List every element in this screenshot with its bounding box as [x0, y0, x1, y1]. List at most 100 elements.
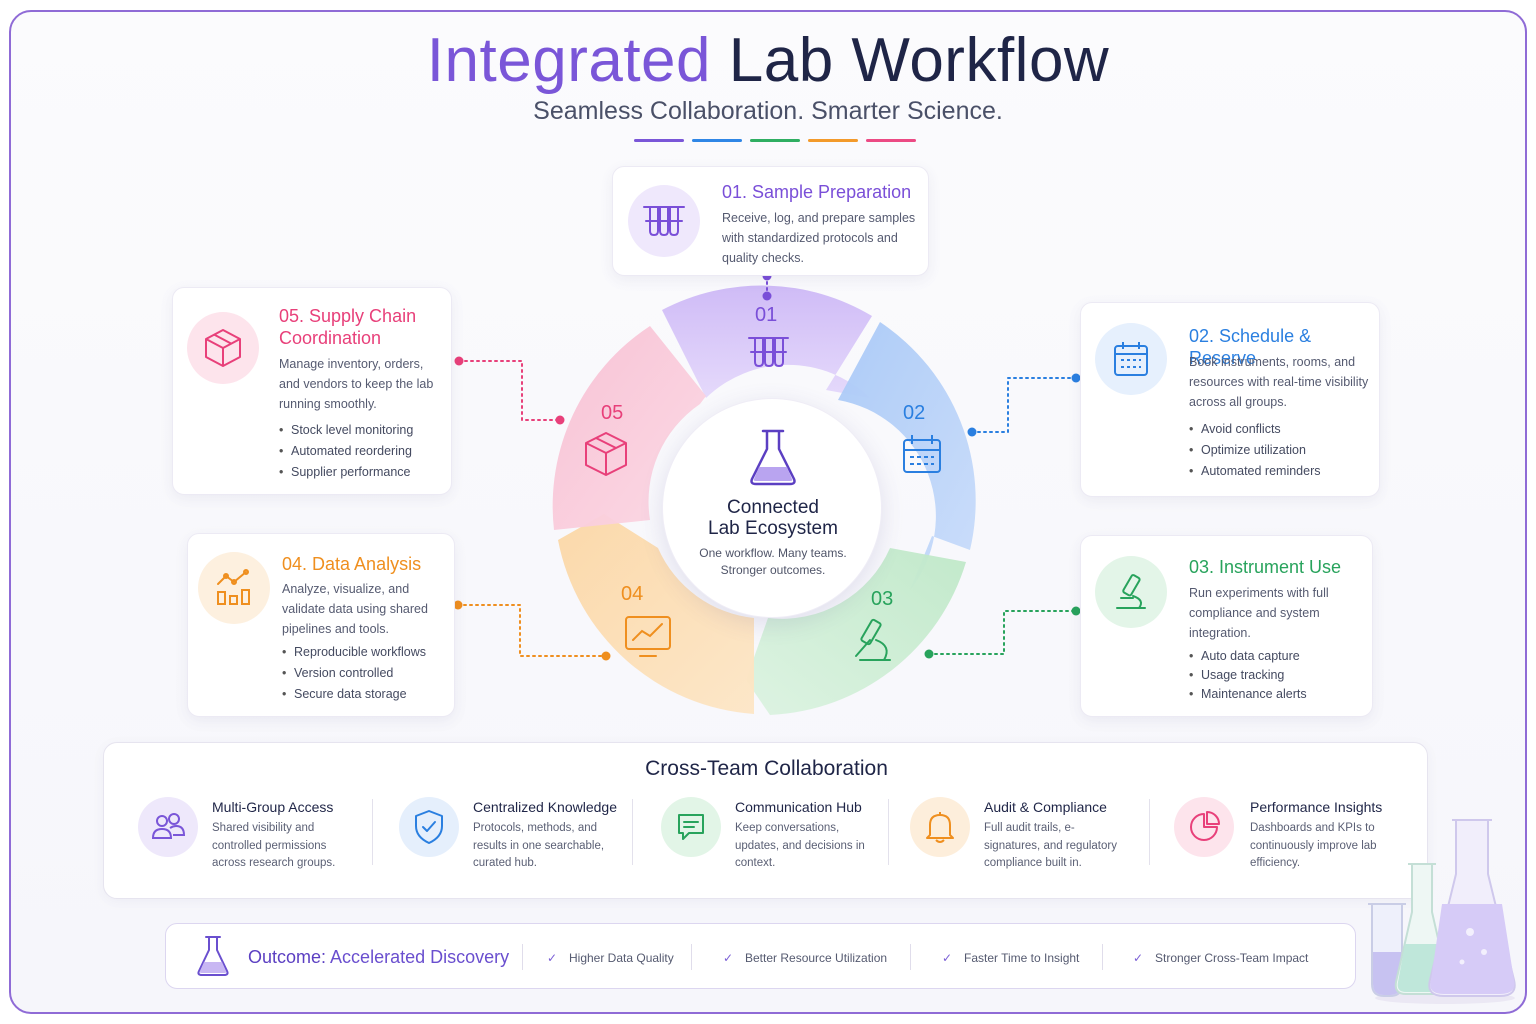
divider — [1149, 799, 1150, 865]
shield-check-icon — [415, 810, 443, 844]
bullet-item: Optimize utilization — [1189, 440, 1321, 461]
microscope-icon — [1116, 574, 1146, 609]
segment-number-04: 04 — [621, 583, 644, 605]
outcome-bar: Outcome: Accelerated Discovery ✓Higher D… — [165, 923, 1356, 989]
step-title: 04. Data Analysis — [282, 554, 422, 574]
outcome-item-label: Higher Data Quality — [569, 951, 674, 965]
divider — [632, 799, 633, 865]
outcome-label: Outcome: — [248, 947, 327, 967]
step-icon-circle — [198, 552, 270, 624]
collab-icon-circle — [661, 797, 721, 857]
bullet-item: Automated reminders — [1189, 461, 1321, 482]
bullet-item: Maintenance alerts — [1189, 685, 1307, 704]
segment-number-01: 01 — [755, 304, 778, 326]
step-title: 03. Instrument Use — [1189, 557, 1342, 577]
collaboration-title: Cross-Team Collaboration — [645, 757, 888, 780]
outcome-item: ✓ Stronger Cross-Team Impact — [1133, 951, 1308, 965]
check-icon: ✓ — [942, 951, 953, 965]
outcome-item-label: Faster Time to Insight — [964, 951, 1080, 965]
center-subtitle: One workflow. Many teams. Stronger outco… — [663, 545, 883, 579]
divider — [888, 799, 889, 865]
center-title-line1: Connected — [727, 497, 819, 518]
outcome-item: ✓Higher Data Quality — [547, 951, 674, 965]
divider — [910, 944, 911, 970]
bullet-item: Secure data storage — [282, 684, 426, 705]
title-bar — [634, 139, 684, 142]
step-icon-circle — [1095, 323, 1167, 395]
step-icon-circle — [187, 312, 259, 384]
users-icon — [151, 813, 186, 839]
bullet-item: Supplier performance — [279, 462, 413, 483]
center-hub: Connected Lab Ecosystem One workflow. Ma… — [662, 398, 882, 618]
step-bullets: Avoid conflicts Optimize utilization Aut… — [1189, 419, 1321, 482]
title-color-bars — [634, 139, 916, 142]
step-title: 01. Sample Preparation — [722, 182, 912, 202]
title-bar — [750, 139, 800, 142]
bell-icon — [926, 812, 954, 843]
step-bullets: Reproducible workflows Version controlle… — [282, 642, 426, 705]
check-icon: ✓ — [1133, 951, 1144, 965]
step-bullets: Stock level monitoring Automated reorder… — [279, 420, 413, 483]
step-description: Run experiments with full compliance and… — [1189, 586, 1329, 640]
title-bar — [692, 139, 742, 142]
calendar-icon — [1114, 342, 1148, 376]
bullet-item: Usage tracking — [1189, 666, 1307, 685]
bullet-item: Automated reordering — [279, 441, 413, 462]
divider — [522, 944, 523, 970]
title-bar — [808, 139, 858, 142]
segment-number-02: 02 — [903, 402, 926, 424]
collab-item-desc: Shared visibility and controlled permiss… — [212, 822, 336, 869]
outcome-item-label: Stronger Cross-Team Impact — [1155, 951, 1309, 965]
bullet-item: Reproducible workflows — [282, 642, 426, 663]
step-description: Analyze, visualize, and validate data us… — [282, 582, 428, 636]
divider — [1102, 944, 1103, 970]
bullet-item: Stock level monitoring — [279, 420, 413, 441]
step-card-05: 05. Supply Chain Coordination Manage inv… — [172, 287, 452, 495]
glassware-illustration — [1368, 819, 1516, 1004]
collab-item-desc: Dashboards and KPIs to continuously impr… — [1250, 822, 1377, 869]
collab-icon-circle — [399, 797, 459, 857]
chat-icon — [678, 814, 704, 840]
step-card-04: 04. Data Analysis Analyze, visualize, an… — [187, 533, 455, 717]
step-title-line1: 05. Supply Chain — [279, 306, 417, 326]
flask-icon — [750, 429, 796, 486]
bullet-item: Avoid conflicts — [1189, 419, 1321, 440]
step-card-01: 01. Sample Preparation Receive, log, and… — [612, 166, 929, 276]
step-title-line2: Coordination — [279, 328, 382, 348]
collab-item-title: Audit & Compliance — [984, 799, 1107, 815]
page-subtitle: Seamless Collaboration. Smarter Science. — [533, 97, 1003, 125]
center-title: Connected Lab Ecosystem — [663, 497, 883, 539]
outcome-item: ✓ Faster Time to Insight — [942, 951, 1079, 965]
page-title: Integrated Lab Workflow — [0, 26, 1536, 96]
collab-item-desc: Keep conversations, updates, and decisio… — [735, 822, 865, 869]
collab-item-title: Multi-Group Access — [212, 799, 334, 815]
step-icon-circle — [628, 185, 700, 257]
step-card-03: 03. Instrument Use Run experiments with … — [1080, 535, 1373, 717]
outcome-title: Outcome: Accelerated Discovery — [248, 947, 509, 968]
flask-icon — [197, 936, 229, 976]
step-bullets: Auto data capture Usage tracking Mainten… — [1189, 647, 1307, 704]
collab-item-title: Communication Hub — [735, 799, 862, 815]
segment-number-05: 05 — [601, 402, 624, 424]
collab-icon-circle — [1174, 797, 1234, 857]
title-bar — [866, 139, 916, 142]
step-card-02: 02. Schedule & Reserve Book instruments,… — [1080, 302, 1380, 497]
segment-number-03: 03 — [871, 588, 894, 610]
collab-icon-circle — [138, 797, 198, 857]
collaboration-panel: Cross-Team Collaboration Multi-Group Acc… — [103, 742, 1428, 899]
outcome-item-label: Better Resource Utilization — [745, 951, 888, 965]
collab-item-desc: Protocols, methods, and results in one s… — [473, 822, 605, 869]
collab-item-title: Performance Insights — [1250, 799, 1383, 815]
collab-item-desc: Full audit trails, e-signatures, and reg… — [984, 822, 1117, 869]
box-icon — [205, 329, 241, 367]
step-description: Manage inventory, orders, and vendors to… — [279, 357, 434, 411]
center-title-line2: Lab Ecosystem — [708, 518, 838, 539]
center-sub-line1: One workflow. Many teams. — [699, 546, 847, 560]
pie-chart-icon — [1190, 811, 1220, 841]
bullet-item: Auto data capture — [1189, 647, 1307, 666]
bullet-item: Version controlled — [282, 663, 426, 684]
step-description: Book instruments, rooms, and resources w… — [1189, 355, 1369, 409]
test-tubes-icon — [643, 206, 685, 237]
collab-item-title: Centralized Knowledge — [473, 799, 617, 815]
title-main: Lab Workflow — [728, 26, 1110, 95]
